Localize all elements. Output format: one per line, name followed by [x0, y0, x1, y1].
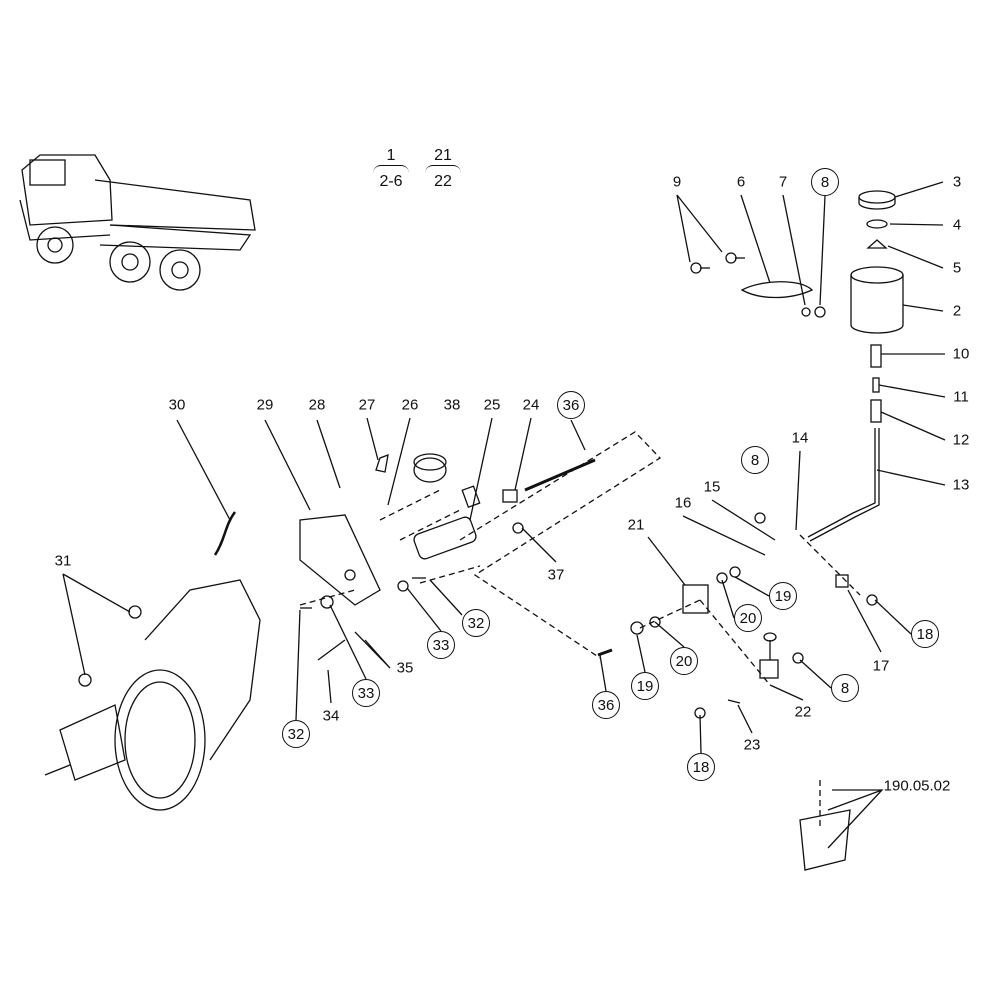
callout-18: 18 [911, 620, 939, 648]
callout-8: 8 [741, 446, 769, 474]
callout-3: 3 [952, 173, 962, 191]
callout-5: 5 [952, 259, 962, 277]
callout-17: 17 [872, 657, 890, 675]
callout-18: 18 [687, 753, 715, 781]
callout-4: 4 [952, 216, 962, 234]
truck-illustration [19, 154, 256, 291]
callout-23: 23 [743, 736, 761, 754]
callout-35: 35 [396, 659, 414, 677]
callout-33: 33 [352, 679, 380, 707]
callout-22: 22 [794, 703, 812, 721]
callout-2: 2 [952, 302, 962, 320]
callout-33: 33 [427, 631, 455, 659]
callout-24: 24 [522, 396, 540, 414]
group-top: 1 [386, 147, 396, 164]
callout-26: 26 [401, 396, 419, 414]
callout-19: 19 [631, 672, 659, 700]
callout-25: 25 [483, 396, 501, 414]
callout-32: 32 [462, 609, 490, 637]
callout-37: 37 [547, 566, 565, 584]
callout-19: 19 [769, 582, 797, 610]
callout-21: 21 [627, 516, 645, 534]
brace [373, 164, 409, 174]
callout-14: 14 [791, 429, 809, 447]
callout-15: 15 [703, 478, 721, 496]
callout-13: 13 [952, 476, 970, 494]
callout-8: 8 [831, 674, 859, 702]
brake-booster-illustration [44, 579, 261, 811]
callout-6: 6 [736, 173, 746, 191]
callout-27: 27 [358, 396, 376, 414]
callout-11: 11 [953, 388, 969, 406]
leader-lines [62, 181, 946, 849]
dashed-assembly-lines [299, 431, 861, 830]
callout-10: 10 [952, 345, 970, 363]
callout-34: 34 [322, 707, 340, 725]
callout-38: 38 [443, 396, 461, 414]
group-bottom: 22 [434, 172, 452, 190]
callout-32: 32 [282, 720, 310, 748]
group-top: 21 [434, 147, 452, 164]
callout-30: 30 [168, 396, 186, 414]
reference-number: 190.05.02 [883, 777, 951, 795]
callout-29: 29 [256, 396, 274, 414]
callout-31: 31 [54, 552, 72, 570]
slave-cylinder-parts [78, 453, 878, 871]
callout-36: 36 [557, 391, 585, 419]
callout-7: 7 [778, 173, 788, 191]
callout-9: 9 [672, 173, 682, 191]
callout-20: 20 [670, 647, 698, 675]
callout-36: 36 [592, 691, 620, 719]
group-bottom: 2-6 [379, 172, 403, 190]
brace [425, 164, 461, 174]
callout-28: 28 [308, 396, 326, 414]
callout-20: 20 [734, 604, 762, 632]
callout-12: 12 [952, 431, 970, 449]
reservoir-parts [690, 190, 904, 542]
callout-8: 8 [811, 168, 839, 196]
callout-16: 16 [674, 494, 692, 512]
